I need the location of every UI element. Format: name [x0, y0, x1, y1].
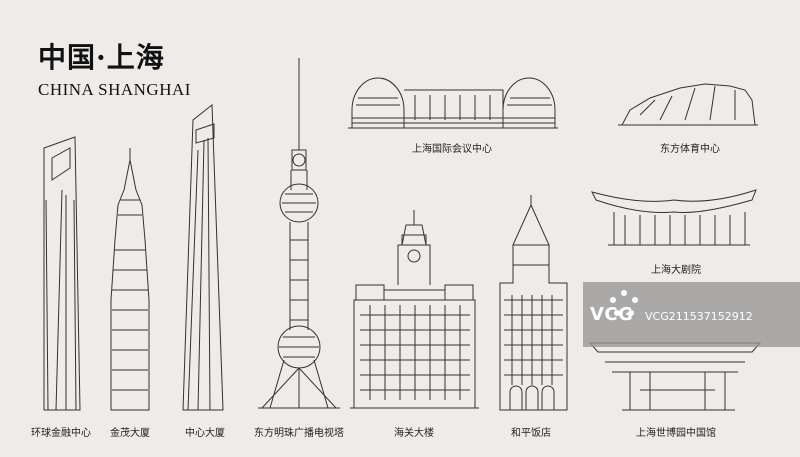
title-chinese: 中国·上海: [38, 41, 165, 74]
label-customs-house: 海关大楼: [394, 428, 434, 439]
watermark-id: VCG211537152912: [645, 310, 753, 323]
label-oriental-pearl: 东方明珠广播电视塔: [254, 428, 344, 439]
grand-theatre-drawing: [591, 189, 757, 246]
china-pavilion-drawing: [588, 342, 762, 411]
shanghai-tower-drawing: [182, 103, 224, 411]
label-sports-center: 东方体育中心: [660, 144, 720, 155]
label-peace-hotel: 和平饭店: [511, 428, 551, 439]
oriental-pearl-drawing: [258, 58, 340, 409]
watermark-logo: VCG: [590, 304, 634, 325]
title-english: CHINA SHANGHAI: [38, 80, 191, 99]
label-swfc: 环球金融中心: [31, 428, 91, 439]
label-shanghai-tower: 中心大厦: [185, 428, 225, 439]
jinmao-drawing: [110, 148, 150, 411]
vcg-logo-icon: [610, 290, 638, 316]
peace-hotel-drawing: [499, 195, 568, 411]
label-jinmao: 金茂大厦: [110, 428, 150, 439]
convention-center-drawing: [348, 77, 558, 129]
label-china-pavilion: 上海世博园中国馆: [636, 428, 716, 439]
sports-center-drawing: [618, 83, 758, 126]
label-grand-theatre: 上海大剧院: [651, 265, 701, 276]
swfc-drawing: [43, 136, 81, 411]
customs-house-drawing: [350, 210, 479, 409]
label-convention-center: 上海国际会议中心: [412, 144, 492, 155]
